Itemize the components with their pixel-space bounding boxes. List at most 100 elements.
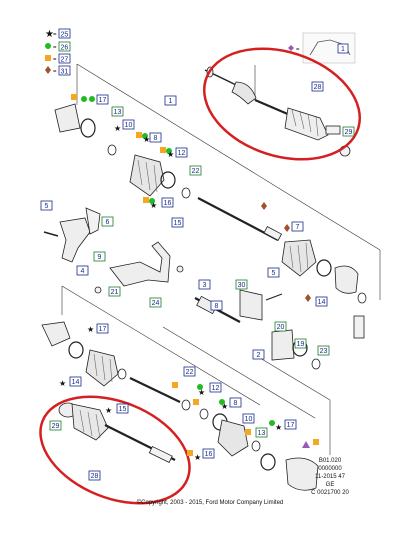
callout-27: 17 xyxy=(96,323,109,334)
green-dot-icon xyxy=(81,96,87,102)
orange-square-icon xyxy=(245,429,251,435)
star-icon: ★ xyxy=(114,124,121,133)
callout-label: 5 xyxy=(45,203,49,210)
callout-label: 16 xyxy=(205,451,213,458)
callout-label: 28 xyxy=(91,473,99,480)
callout-label: 8 xyxy=(234,400,238,407)
upper-left-parts xyxy=(54,103,283,241)
legend-label-green: 26 xyxy=(61,45,69,52)
callout-label: 17 xyxy=(287,422,295,429)
callout-22: 20 xyxy=(274,321,287,332)
callout-label: 13 xyxy=(258,430,266,437)
green-dot-icon xyxy=(166,148,172,154)
callout-29: 22 xyxy=(183,366,196,377)
callout-34: 17 xyxy=(284,419,297,430)
legend-label-orange: 27 xyxy=(61,57,69,64)
star-icon: ★ xyxy=(105,406,112,415)
callout-label: 30 xyxy=(238,282,246,289)
footer-date: 11-2015 47 xyxy=(315,474,346,480)
orange-square-icon xyxy=(313,439,319,445)
callout-25: 2 xyxy=(252,349,265,360)
callout-label: 5 xyxy=(272,270,276,277)
callout-20: 8 xyxy=(210,300,223,311)
callout-35: 15 xyxy=(116,403,129,414)
callout-label: 29 xyxy=(345,129,353,136)
callout-label: 8 xyxy=(215,303,219,310)
brown-diamond-icon xyxy=(305,294,311,302)
green-dot-icon xyxy=(149,198,155,204)
legend-label-brown: 31 xyxy=(61,69,69,76)
callout-label: 20 xyxy=(277,324,285,331)
brown-diamond-icon xyxy=(45,66,51,74)
callout-label: 23 xyxy=(320,348,328,355)
orange-square-icon xyxy=(160,147,166,153)
brown-diamond-icon xyxy=(284,224,290,232)
svg-text:=: = xyxy=(296,47,300,53)
callout-5: 10 xyxy=(122,119,135,130)
callout-31: 8 xyxy=(229,397,242,408)
green-dot-icon xyxy=(45,43,51,49)
callout-label: 19 xyxy=(297,341,305,348)
inset-vehicle-view: = 1 xyxy=(288,32,356,64)
markers: ★★★★★★★★★★★ xyxy=(59,94,319,462)
callout-23: 19 xyxy=(294,338,307,349)
callout-38: 28 xyxy=(88,470,101,481)
callout-3: 17 xyxy=(96,94,109,105)
callout-label: 2 xyxy=(257,352,261,359)
callout-30: 12 xyxy=(209,382,222,393)
callout-17: 24 xyxy=(149,297,162,308)
svg-text:=: = xyxy=(53,45,57,51)
star-icon: ★ xyxy=(221,402,228,411)
orange-square-icon xyxy=(45,55,51,61)
star-icon: ★ xyxy=(87,325,94,334)
callout-label: 9 xyxy=(98,254,102,261)
callout-26: 14 xyxy=(315,296,328,307)
callout-28: 14 xyxy=(69,376,82,387)
callout-2: 1 xyxy=(164,95,177,106)
footer-region: GE xyxy=(326,482,335,488)
star-icon: ★ xyxy=(194,453,201,462)
callout-18: 3 xyxy=(198,279,211,290)
orange-square-icon xyxy=(71,94,77,100)
highlight-circle-bottom xyxy=(39,395,191,505)
inset-label: 1 xyxy=(341,46,345,53)
callout-13: 6 xyxy=(101,216,114,227)
callout-36: 16 xyxy=(202,448,215,459)
guide-lines xyxy=(61,63,381,455)
svg-text:=: = xyxy=(53,69,57,75)
callout-15: 4 xyxy=(76,265,89,276)
brown-diamond-icon xyxy=(261,202,267,210)
footer-ref: B01.020 xyxy=(319,458,342,464)
star-icon: ★ xyxy=(150,201,157,210)
legend-label-star: 25 xyxy=(61,32,69,39)
star-icon: ★ xyxy=(45,29,54,40)
purple-triangle-icon xyxy=(288,45,294,51)
callout-label: 16 xyxy=(164,200,172,207)
callout-21: 5 xyxy=(267,267,280,278)
callout-label: 15 xyxy=(174,220,182,227)
callout-10: 15 xyxy=(171,217,184,228)
callout-label: 24 xyxy=(152,300,160,307)
callout-14: 9 xyxy=(93,251,106,262)
callout-label: 22 xyxy=(192,168,200,175)
footer-doc: C 0021700 20 xyxy=(311,490,349,496)
orange-square-icon xyxy=(136,132,142,138)
callout-16: 21 xyxy=(108,286,121,297)
green-dot-icon xyxy=(219,399,225,405)
callout-label: 22 xyxy=(186,369,194,376)
footer-code: 0000000 xyxy=(318,466,342,472)
green-dot-icon xyxy=(89,96,95,102)
callout-9: 16 xyxy=(161,197,174,208)
star-icon: ★ xyxy=(167,150,174,159)
green-dot-icon xyxy=(142,133,148,139)
callout-33: 13 xyxy=(255,427,268,438)
orange-square-icon xyxy=(172,382,178,388)
callout-8: 22 xyxy=(189,165,202,176)
legend-orange-row: = 27 xyxy=(45,53,71,64)
callout-label: 17 xyxy=(99,97,107,104)
highlight-circle-top xyxy=(202,47,362,161)
svg-text:=: = xyxy=(53,32,57,38)
svg-text:=: = xyxy=(53,57,57,63)
